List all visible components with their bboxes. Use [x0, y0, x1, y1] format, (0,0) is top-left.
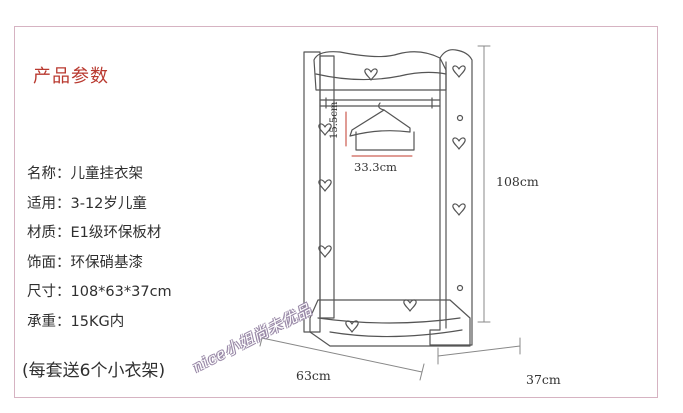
heart-icon: [403, 299, 417, 312]
spec-label: 适用: [27, 195, 56, 212]
top-crown: [313, 51, 447, 91]
height-dimension-line: [477, 45, 491, 323]
spec-row: 尺寸：108*63*37cm: [27, 284, 172, 300]
spec-label: 饰面: [27, 254, 56, 271]
bottom-shelf: [309, 299, 471, 347]
heart-icon: [452, 65, 466, 78]
depth-label: 37cm: [526, 372, 561, 387]
knob-icon: [456, 284, 464, 292]
spec-row: 饰面：环保硝基漆: [27, 254, 144, 271]
spec-label: 尺寸: [27, 284, 56, 300]
spec-row: 材质：E1级环保板材: [27, 225, 162, 241]
spec-value: 108*63*37cm: [70, 284, 172, 300]
section-title: 产品参数: [33, 66, 109, 87]
spec-label: 材质: [27, 225, 56, 241]
heart-icon: [364, 68, 378, 81]
heart-icon: [452, 137, 466, 150]
content-frame: [14, 26, 658, 398]
width-dimension-line: [259, 329, 425, 381]
width-label: 63cm: [296, 368, 331, 383]
spec-value: 儿童挂衣架: [70, 166, 144, 182]
gift-note: (每套送6个小衣架): [22, 361, 166, 381]
hanger-width-label: 33.3cm: [354, 160, 397, 174]
heart-icon: [318, 179, 332, 192]
spec-value: 3-12岁儿童: [70, 195, 147, 212]
spec-value: 环保硝基漆: [70, 254, 144, 271]
knob-icon: [456, 114, 464, 122]
front-left-post: [303, 51, 321, 333]
spec-value: E1级环保板材: [70, 225, 162, 241]
height-label: 108cm: [496, 174, 539, 189]
heart-icon: [318, 245, 332, 258]
front-right-post: [429, 49, 473, 346]
spec-row: 名称：儿童挂衣架: [27, 166, 144, 182]
spec-label: 承重: [27, 313, 56, 330]
spec-list: 名称：儿童挂衣架 适用：3-12岁儿童 材质：E1级环保板材 饰面：环保硝基漆 …: [27, 160, 172, 337]
hanging-rail: [319, 99, 441, 107]
spec-row: 适用：3-12岁儿童: [27, 195, 147, 212]
depth-dimension-line: [437, 337, 521, 365]
heart-icon: [345, 320, 359, 333]
hanger-height-label: 15.5cm: [329, 101, 340, 139]
heart-icon: [452, 203, 466, 216]
spec-value: 15KG内: [70, 313, 125, 330]
spec-row: 承重：15KG内: [27, 313, 125, 330]
spec-label: 名称: [27, 166, 56, 182]
hanger: [349, 102, 415, 151]
